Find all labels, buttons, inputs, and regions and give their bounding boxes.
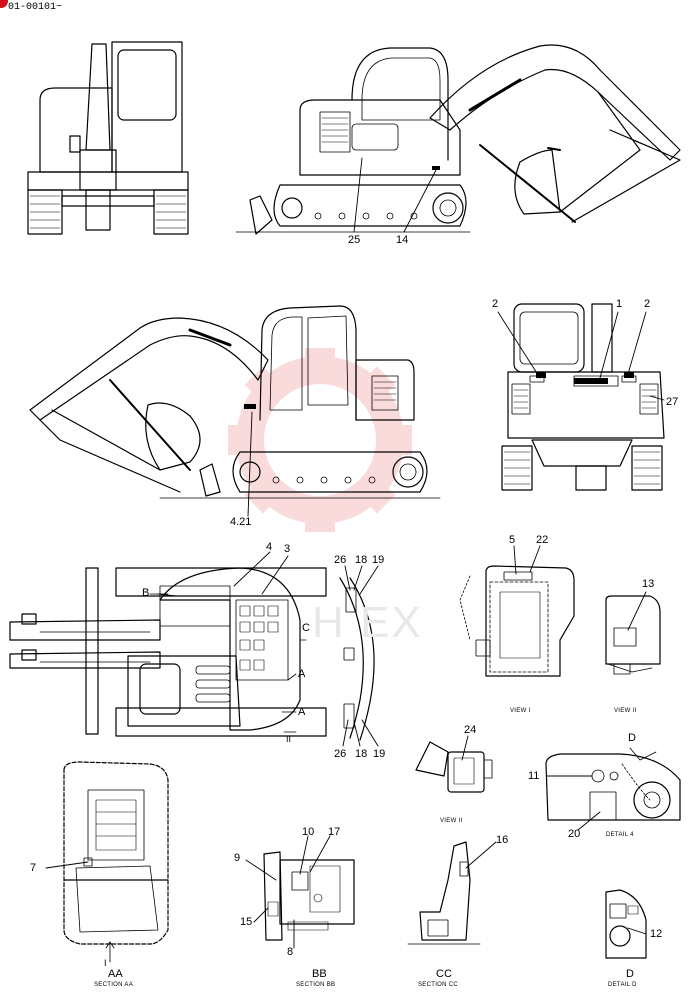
section-cc: [407, 841, 481, 945]
plan-view: [9, 567, 327, 737]
watermark-gear: [228, 348, 412, 532]
caption-view-1: VIEW I: [510, 708, 531, 714]
callout-25: 25: [348, 234, 361, 246]
callout-18-bottom: 18: [355, 748, 368, 760]
red-corner-mark: [0, 0, 8, 8]
leader-lines: [45, 157, 665, 949]
rear-view: [501, 303, 665, 491]
callout-2-left: 2: [492, 298, 499, 310]
callout-15: 15: [240, 916, 253, 928]
callout-5: 5: [509, 534, 516, 546]
section-bb-title: BB: [312, 968, 327, 980]
callout-1: 1: [616, 298, 623, 310]
callout-a-upper: A: [298, 668, 306, 680]
caption-view-2-b: VIEW II: [440, 818, 463, 824]
callout-20: 20: [568, 828, 581, 840]
callout-16: 16: [496, 834, 509, 846]
callout-b: B: [142, 587, 150, 599]
detail-d: [605, 889, 647, 959]
caption-view-2-a: VIEW II: [614, 708, 637, 714]
callout-24: 24: [464, 724, 477, 736]
callout-26-top: 26: [334, 554, 347, 566]
view-two-a: [605, 595, 661, 675]
callout-10: 10: [302, 826, 315, 838]
callout-26-bottom: 26: [334, 748, 347, 760]
front-view: [27, 41, 189, 235]
callout-13: 13: [642, 578, 655, 590]
section-bb: [263, 851, 355, 941]
view-one: [459, 565, 575, 677]
arrow-label-i: I: [104, 958, 107, 968]
callout-11: 11: [528, 770, 540, 782]
section-aa-title: AA: [108, 968, 123, 980]
view-two-b: [415, 741, 493, 793]
arrow-label-ii: II: [286, 734, 292, 744]
detail-four: [545, 747, 681, 821]
callout-a-lower: A: [298, 706, 306, 718]
callout-14: 14: [396, 234, 409, 246]
callout-8: 8: [287, 946, 294, 958]
side-view-right: [235, 44, 681, 235]
callout-4: 4: [266, 541, 273, 553]
detail-d-title: D: [626, 968, 634, 980]
detail-d-caption: DETAIL D: [608, 982, 637, 988]
section-cc-title: CC: [436, 968, 452, 980]
section-bb-caption: SECTION BB: [296, 982, 336, 988]
callout-19-top: 19: [372, 554, 385, 566]
callout-9: 9: [234, 852, 241, 864]
section-aa: [63, 761, 169, 963]
callout-7: 7: [30, 862, 37, 874]
callout-18-top: 18: [355, 554, 368, 566]
callout-3: 3: [284, 543, 291, 555]
callout-27: 27: [666, 396, 679, 408]
callout-17: 17: [328, 826, 341, 838]
callout-2-right: 2: [644, 298, 651, 310]
caption-detail-4: DETAIL 4: [606, 832, 634, 838]
callout-12: 12: [650, 928, 663, 940]
section-cc-caption: SECTION CC: [418, 982, 459, 988]
callout-d: D: [628, 732, 636, 744]
side-view-left: [29, 305, 441, 499]
callout-22: 22: [536, 534, 549, 546]
callout-4-21: 4.21: [230, 516, 252, 528]
callout-19-bottom: 19: [373, 748, 386, 760]
drawing-code: 01-00101~: [8, 2, 63, 13]
section-aa-caption: SECTION AA: [94, 982, 134, 988]
callout-c: C: [302, 622, 310, 634]
watermark-text: H EX: [312, 598, 423, 647]
